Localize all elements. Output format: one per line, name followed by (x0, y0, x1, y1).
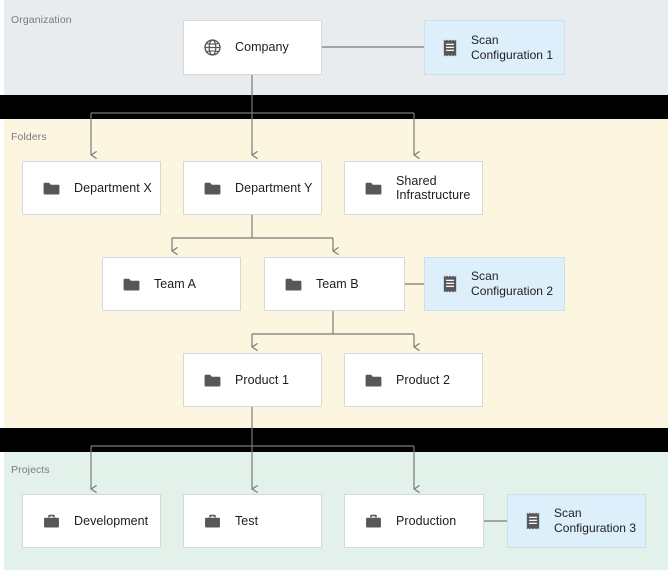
node-product-2[interactable]: Product 2 (344, 353, 483, 407)
node-label: Scan Configuration 2 (471, 269, 554, 298)
band-separator-top (0, 95, 668, 119)
node-team-b[interactable]: Team B (264, 257, 405, 311)
scan-config-icon (526, 512, 540, 530)
node-label: Scan Configuration 3 (554, 506, 637, 535)
band-label-projects: Projects (11, 464, 50, 476)
scan-config-icon (443, 275, 457, 293)
node-scan-configuration-3[interactable]: Scan Configuration 3 (507, 494, 646, 548)
node-scan-configuration-2[interactable]: Scan Configuration 2 (424, 257, 565, 311)
band-label-organization: Organization (11, 14, 72, 26)
folder-icon (204, 374, 221, 387)
node-label: Team B (316, 276, 359, 291)
node-label: Team A (154, 276, 196, 291)
scan-config-icon (443, 39, 457, 56)
node-department-y[interactable]: Department Y (183, 161, 322, 215)
node-team-a[interactable]: Team A (102, 257, 241, 311)
node-label: Department Y (235, 180, 313, 195)
folder-icon (123, 278, 140, 291)
folder-icon (43, 182, 60, 195)
briefcase-icon (205, 514, 220, 528)
briefcase-icon (44, 514, 59, 528)
node-scan-configuration-1[interactable]: Scan Configuration 1 (424, 20, 565, 75)
node-label: Test (235, 513, 259, 528)
globe-icon (204, 39, 221, 56)
node-label: Scan Configuration 1 (471, 32, 554, 62)
node-label: Production (396, 513, 457, 528)
node-label: Department X (74, 180, 152, 195)
node-department-x[interactable]: Department X (22, 161, 161, 215)
folder-icon (365, 374, 382, 387)
node-product-1[interactable]: Product 1 (183, 353, 322, 407)
band-separator-bottom (0, 428, 668, 452)
node-test[interactable]: Test (183, 494, 322, 548)
node-label: Product 1 (235, 372, 289, 387)
folder-icon (285, 278, 302, 291)
folder-icon (365, 182, 382, 195)
node-label: Company (235, 40, 289, 55)
node-development[interactable]: Development (22, 494, 161, 548)
node-production[interactable]: Production (344, 494, 484, 548)
node-company[interactable]: Company (183, 20, 322, 75)
band-label-folders: Folders (11, 131, 47, 143)
node-label: Shared Infrastructure (396, 173, 471, 203)
briefcase-icon (366, 514, 381, 528)
node-label: Product 2 (396, 372, 450, 387)
node-label: Development (74, 513, 149, 528)
folder-icon (204, 182, 221, 195)
node-shared-infrastructure[interactable]: Shared Infrastructure (344, 161, 483, 215)
